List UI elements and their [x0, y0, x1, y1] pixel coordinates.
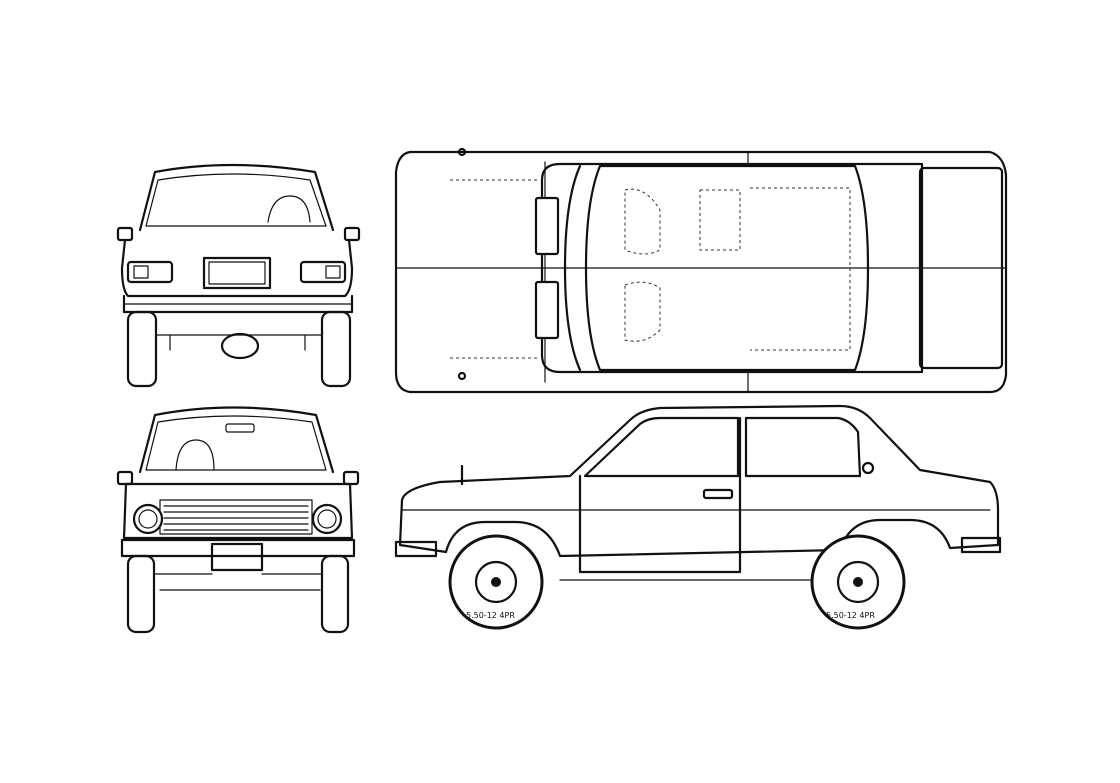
top-front-left-seat	[624, 188, 661, 255]
side-front-bumper	[394, 540, 438, 558]
rear-right-mirror	[343, 226, 361, 242]
rear-left-taillight	[126, 260, 174, 284]
rear-left-taillight-lens	[133, 265, 149, 279]
side-front-wheel-center	[491, 577, 501, 587]
front-suspension	[153, 573, 323, 591]
rear-roof-outline	[138, 163, 335, 232]
side-door	[578, 416, 742, 574]
top-roof	[584, 164, 870, 372]
top-trunk-lid	[918, 166, 1004, 370]
top-right-wiper-vent	[534, 280, 560, 340]
front-right-headlight-inner	[317, 509, 337, 529]
rear-right-tire	[320, 310, 352, 388]
side-rear-bumper	[960, 536, 1002, 554]
front-body	[122, 482, 354, 540]
front-bumper	[120, 538, 356, 558]
side-fuel-cap	[861, 461, 875, 475]
top-steering-area	[699, 189, 741, 251]
side-rear-tire-label: 5.50-12 4PR	[826, 611, 875, 620]
top-front-right-seat	[624, 281, 661, 342]
side-door-handle	[702, 488, 734, 500]
side-rear-window	[744, 416, 862, 478]
side-front-wheel-hub	[474, 560, 518, 604]
rear-right-taillight	[299, 260, 347, 284]
top-cabin-outline	[540, 162, 924, 374]
top-body-outline	[394, 150, 1008, 394]
rear-headrest	[267, 195, 311, 223]
rear-left-mirror	[116, 226, 134, 242]
rear-axle	[155, 334, 323, 351]
rear-view	[116, 163, 361, 388]
side-front-window	[583, 416, 740, 478]
rear-window	[145, 173, 327, 227]
top-right-mirror-mount	[457, 371, 467, 381]
top-fender-lines	[450, 179, 540, 359]
rear-body	[120, 238, 354, 298]
front-left-headlight	[132, 503, 164, 535]
side-rear-wheel-center	[853, 577, 863, 587]
side-rear-wheel-hub	[836, 560, 880, 604]
side-front-tire-label: 5.50-12 4PR	[466, 611, 515, 620]
front-view	[116, 406, 360, 634]
front-right-mirror	[342, 470, 360, 486]
top-view	[394, 147, 1008, 394]
side-view: 5.50-12 4PR 5.50-12 4PR	[394, 404, 1002, 630]
front-grille	[159, 499, 313, 535]
rear-left-tire	[126, 310, 158, 388]
front-left-tire	[126, 554, 156, 634]
front-right-tire	[320, 554, 350, 634]
rear-license-plate-inner	[208, 261, 266, 285]
rear-differential	[220, 332, 260, 360]
top-left-mirror-mount	[457, 147, 467, 157]
top-windshield-base	[563, 164, 582, 372]
side-body-outline	[398, 404, 1000, 558]
front-windshield	[145, 415, 327, 471]
front-license-plate	[210, 542, 264, 572]
top-left-wiper-vent	[534, 196, 560, 256]
top-rear-bench	[750, 187, 851, 351]
front-rear-view-mirror	[225, 423, 255, 433]
rear-license-plate	[202, 256, 272, 290]
front-grille-bars	[163, 505, 309, 531]
front-seat-outline	[175, 439, 215, 471]
front-left-mirror	[116, 470, 134, 486]
front-left-headlight-inner	[138, 509, 158, 529]
front-roof-outline	[138, 406, 335, 474]
rear-right-taillight-lens	[325, 265, 341, 279]
front-right-headlight	[311, 503, 343, 535]
